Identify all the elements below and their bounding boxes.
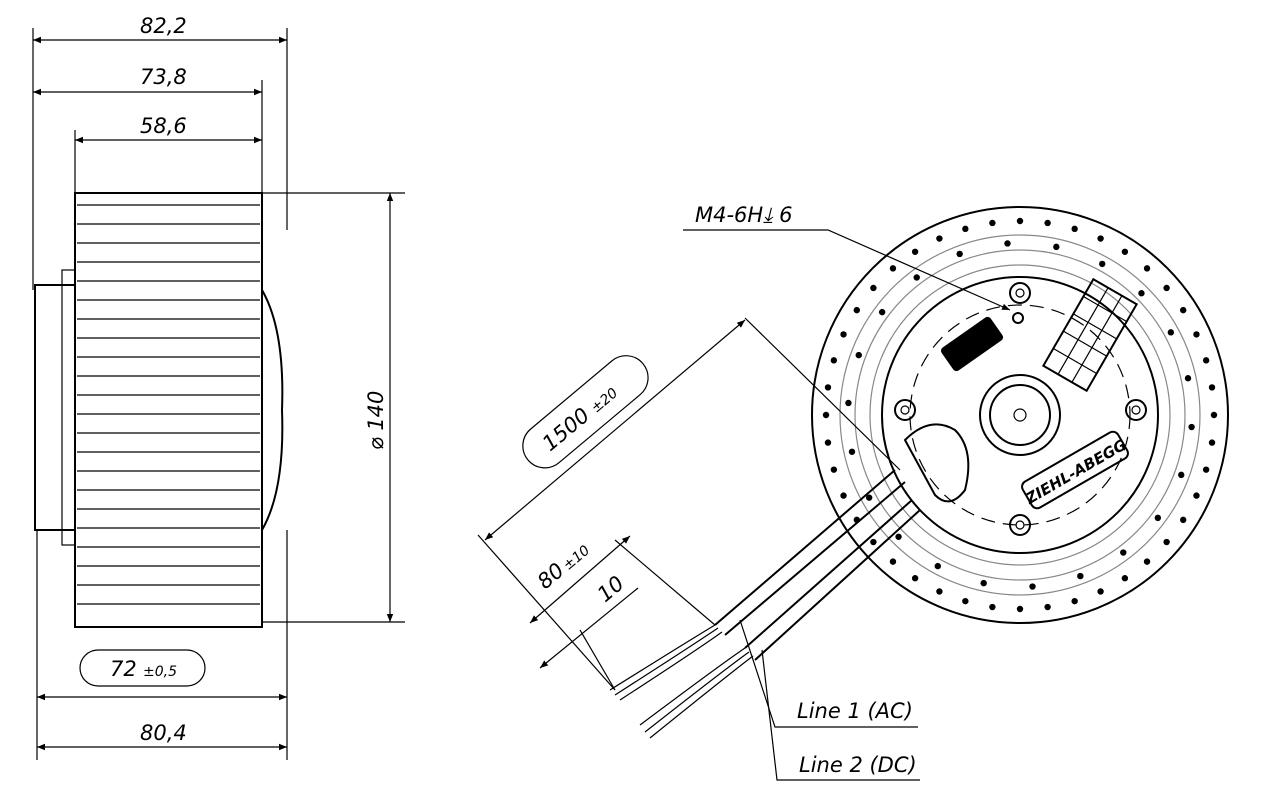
svg-text:ZIEHL-ABEGG: ZIEHL-ABEGG <box>1022 436 1130 509</box>
blade-hole <box>1120 549 1127 556</box>
blade-hole <box>1163 538 1170 546</box>
blade-hole <box>1188 423 1195 431</box>
blade-hole <box>830 357 838 364</box>
blade-hole <box>989 219 996 227</box>
blade-hole <box>934 562 941 570</box>
blade-hole <box>1071 597 1078 605</box>
mounting-holes <box>894 282 1147 536</box>
blade-hole <box>840 331 847 338</box>
blade-hole <box>1210 411 1218 419</box>
blade-hole <box>1004 240 1011 247</box>
blade-hole <box>855 351 862 359</box>
blade-hole <box>878 308 886 316</box>
fan-outer-circle <box>811 206 1229 624</box>
dim-wheel-length: 58,6 <box>140 114 187 138</box>
blade-hole <box>913 274 920 281</box>
blade-hole <box>1180 516 1187 524</box>
blade-hole <box>848 448 856 455</box>
blade-hole <box>1044 219 1051 227</box>
blade-hole <box>889 558 897 565</box>
blade-holes <box>822 217 1218 613</box>
blade-hole <box>1193 331 1200 338</box>
blade-hole <box>865 494 873 501</box>
blade-hole <box>1121 575 1129 582</box>
blade-hole <box>889 265 897 272</box>
dim-diameter: ⌀ 140 <box>364 391 388 450</box>
side-view: 82,2 73,8 58,6 ⌀ 140 72 ±0,5 80,4 <box>32 14 405 760</box>
inlet-ring <box>261 289 284 531</box>
warning-label <box>940 316 1004 372</box>
blade-hole <box>1143 558 1151 565</box>
blade-hole <box>1097 235 1104 242</box>
blade-hole <box>911 248 919 255</box>
blade-hole <box>980 579 987 587</box>
blade-hole <box>956 250 963 258</box>
blade-hole <box>936 235 943 242</box>
blade-hole <box>1138 290 1145 297</box>
blade-hole <box>1044 603 1051 611</box>
blade-hole <box>1178 471 1185 479</box>
blade-hole <box>870 284 877 292</box>
blade-hole <box>1163 284 1170 292</box>
front-view: ZIEHL-ABEGG 1500 ±20 80 ±10 10 M4-6H⤓ 6 <box>477 203 1229 781</box>
blade-hole <box>1208 439 1216 446</box>
blade-hole <box>989 603 996 611</box>
dim-width: 72 <box>110 657 137 681</box>
blade-hole <box>1097 588 1104 595</box>
line2-label: Line 2 (DC) <box>799 753 917 777</box>
blade-hole <box>1184 375 1192 382</box>
blade-hole <box>1208 384 1216 391</box>
blade-hole <box>1121 248 1129 255</box>
cables <box>609 469 921 739</box>
blade-hole <box>962 597 969 605</box>
line1-label: Line 1 (AC) <box>797 699 913 723</box>
blade-hole <box>1099 260 1106 268</box>
blade-hole <box>1071 225 1078 233</box>
motor-hub <box>34 284 76 531</box>
dim-wire-end: 10 <box>593 571 629 607</box>
blade-hole <box>1202 466 1210 473</box>
blade-hole <box>870 538 877 546</box>
blade-hole <box>1053 243 1060 251</box>
blade-hole <box>1077 572 1084 580</box>
blade-hole <box>822 411 830 419</box>
connector <box>1041 277 1139 393</box>
blade-hole <box>1202 357 1210 364</box>
blade-hole <box>962 225 969 233</box>
dim-width-tolerance: ±0,5 <box>143 664 177 680</box>
blade-hole <box>1167 329 1175 336</box>
blade-hole <box>824 439 832 446</box>
dim-middle-length: 73,8 <box>140 65 187 89</box>
blade-hole <box>824 384 832 391</box>
fan-wheel-blades <box>77 204 260 605</box>
blade-hole <box>840 492 847 499</box>
blade-hole <box>1193 492 1200 499</box>
dim-overall-length: 82,2 <box>140 14 187 38</box>
blade-hole <box>911 575 919 582</box>
blade-hole <box>936 588 943 595</box>
blade-hole <box>853 306 860 314</box>
blade-hole <box>830 466 838 473</box>
blade-hole <box>1029 583 1036 590</box>
blade-hole <box>1180 306 1187 314</box>
dim-cable-length: 1500 <box>538 403 594 456</box>
cable-gland-cover <box>903 423 970 503</box>
blade-hole <box>1016 217 1024 225</box>
dim-box <box>79 649 206 687</box>
motor-plate <box>881 276 1159 554</box>
thread-callout: M4-6H⤓ 6 <box>695 203 793 227</box>
fan-wheel-outline <box>74 192 263 628</box>
blade-hole <box>1016 605 1024 613</box>
dim-strip-length-tolerance: ±10 <box>560 542 593 573</box>
dim-bottom-length: 80,4 <box>140 721 187 745</box>
blade-hole <box>1154 514 1162 522</box>
blade-hole <box>845 399 852 407</box>
dim-cable-length-tolerance: ±20 <box>588 385 621 416</box>
blade-hole <box>895 533 902 540</box>
rotor-hub <box>979 374 1061 456</box>
blade-hole <box>1143 265 1151 272</box>
